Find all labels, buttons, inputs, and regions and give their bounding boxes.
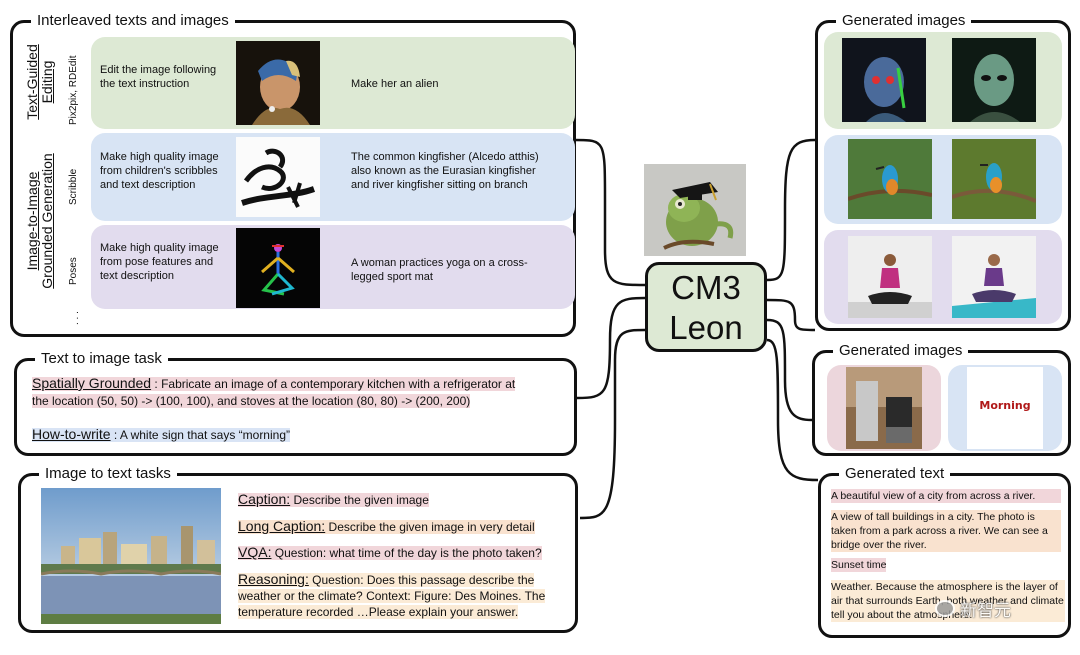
generated-long-caption: A view of tall buildings in a city. The … bbox=[831, 510, 1061, 552]
chameleon-mascot bbox=[644, 164, 746, 256]
image-to-text-title: Image to text tasks bbox=[39, 465, 177, 483]
sign-photo: Morning bbox=[967, 367, 1043, 449]
scribble-row: Make high quality image from children's … bbox=[91, 133, 575, 221]
long-caption-line: Long Caption: Describe the given image i… bbox=[238, 518, 568, 536]
wechat-watermark: 新智元 bbox=[935, 597, 1011, 621]
yoga-photo bbox=[848, 236, 932, 318]
long-caption-text: Describe the given image in very detail bbox=[325, 520, 535, 534]
how-to-write-text: : A white sign that says “morning” bbox=[110, 428, 290, 442]
kitchen-row bbox=[827, 365, 941, 451]
yoga-photo-2 bbox=[952, 236, 1036, 318]
generated-caption: A beautiful view of a city from across a… bbox=[831, 489, 1061, 503]
sign-row: Morning bbox=[948, 365, 1062, 451]
reasoning-text-2: weather or the climate? Context: Figure:… bbox=[238, 589, 546, 603]
generated-images-panel-1: Generated images bbox=[815, 12, 1071, 331]
reasoning-text-1: Question: Does this passage describe the bbox=[308, 573, 535, 587]
cm3-label: CM3 bbox=[671, 269, 741, 306]
vqa-key: VQA: bbox=[238, 544, 272, 560]
generated-vqa-answer: Sunset time bbox=[831, 558, 887, 572]
kingfisher-row bbox=[824, 135, 1062, 224]
kingfisher-photo bbox=[848, 139, 932, 219]
pix2pix-label: Pix2pix, RDEdit bbox=[68, 55, 79, 125]
scribble-prompt: The common kingfisher (Alcedo atthis) al… bbox=[351, 151, 539, 191]
vqa-line: VQA: Question: what time of the day is t… bbox=[238, 544, 568, 562]
reasoning-key: Reasoning: bbox=[238, 571, 309, 587]
pose-instruction: Make high quality image from pose featur… bbox=[100, 242, 219, 282]
alien-portrait-2 bbox=[952, 38, 1036, 122]
interleaved-title: Interleaved texts and images bbox=[31, 12, 235, 30]
leon-label: Leon bbox=[669, 309, 743, 346]
interleaved-panel: Interleaved texts and images Text-Guided… bbox=[10, 12, 576, 337]
ellipsis-label: . . . bbox=[70, 311, 81, 325]
reasoning-text-3: temperature recorded …Please explain you… bbox=[238, 605, 519, 619]
text-guided-editing-label: Text-Guided Editing bbox=[24, 44, 55, 120]
scribble-thumbnail bbox=[236, 137, 320, 217]
alien-portrait bbox=[842, 38, 926, 122]
how-to-write-line: How-to-write : A white sign that says “m… bbox=[32, 426, 432, 444]
caption-line: Caption: Describe the given image bbox=[238, 491, 568, 509]
text-to-image-title: Text to image task bbox=[35, 350, 168, 368]
spatially-grounded-line: Spatially Grounded : Fabricate an image … bbox=[32, 375, 562, 393]
scribble-instruction: Make high quality image from children's … bbox=[100, 151, 219, 191]
sign-text: Morning bbox=[979, 399, 1031, 412]
caption-key: Caption: bbox=[238, 491, 291, 507]
alien-row bbox=[824, 32, 1062, 129]
reasoning-line-3: temperature recorded …Please explain you… bbox=[238, 604, 568, 621]
spatially-grounded-key: Spatially Grounded bbox=[32, 375, 152, 391]
edit-prompt: Make her an alien bbox=[351, 78, 439, 90]
image-to-text-panel: Image to text tasks Caption: Describe t bbox=[18, 465, 578, 633]
city-river-photo bbox=[41, 488, 221, 624]
edit-row: Edit the image following the text instru… bbox=[91, 37, 575, 129]
spatially-grounded-line-2: the location (50, 50) -> (100, 100), and… bbox=[32, 393, 562, 410]
generated-text-title: Generated text bbox=[839, 465, 951, 483]
spatially-grounded-text-2: the location (50, 50) -> (100, 100), and… bbox=[32, 394, 471, 408]
kingfisher-photo-2 bbox=[952, 139, 1036, 219]
painting-thumbnail bbox=[236, 41, 320, 125]
edit-instruction: Edit the image following the text instru… bbox=[100, 64, 217, 90]
pose-prompt: A woman practices yoga on a cross-legged… bbox=[351, 257, 528, 283]
reasoning-line-1: Reasoning: Question: Does this passage d… bbox=[238, 571, 568, 589]
cm3-leon-node: CM3 Leon bbox=[645, 262, 767, 352]
reasoning-line-2: weather or the climate? Context: Figure:… bbox=[238, 588, 568, 605]
generated-images-panel-2: Generated images Morning bbox=[812, 342, 1071, 456]
how-to-write-key: How-to-write bbox=[32, 426, 111, 442]
yoga-row bbox=[824, 230, 1062, 324]
pose-thumbnail bbox=[236, 228, 320, 308]
scribble-label: Scribble bbox=[68, 168, 79, 205]
generated-images-title-1: Generated images bbox=[836, 12, 972, 30]
vqa-text: Question: what time of the day is the ph… bbox=[271, 546, 542, 560]
text-to-image-panel: Text to image task Spatially Grounded : … bbox=[14, 350, 577, 456]
grounded-generation-label: Image-to-Image Grounded Generation bbox=[24, 153, 55, 289]
long-caption-key: Long Caption: bbox=[238, 518, 326, 534]
kitchen-photo bbox=[846, 367, 922, 449]
spatially-grounded-text: : Fabricate an image of a contemporary k… bbox=[151, 377, 516, 391]
caption-text: Describe the given image bbox=[290, 493, 429, 507]
poses-label: Poses bbox=[68, 257, 79, 285]
pose-row: Make high quality image from pose featur… bbox=[91, 225, 575, 309]
generated-images-title-2: Generated images bbox=[833, 342, 969, 360]
wechat-logo bbox=[935, 599, 955, 617]
watermark-text: 新智元 bbox=[960, 600, 1011, 621]
